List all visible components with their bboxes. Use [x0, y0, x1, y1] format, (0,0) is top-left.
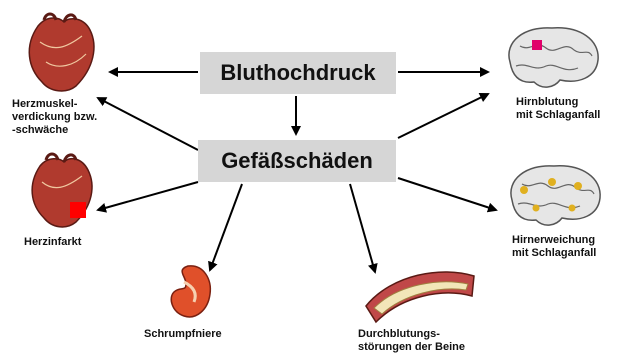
label-schrumpfniere: Schrumpfniere [144, 328, 222, 340]
arrow-to-hirnerweichung [397, 177, 498, 213]
blood-vessel-icon [365, 271, 475, 324]
gefaessschaeden-box: Gefäßschäden [198, 140, 396, 182]
brain-icon [508, 27, 599, 88]
arrow-to-schrumpfniere [208, 183, 243, 272]
kidney-icon [170, 265, 212, 318]
arrow-to-herzinfarkt [96, 181, 199, 213]
bluthochdruck-box: Bluthochdruck [200, 52, 396, 94]
heart-infarct-icon [31, 152, 93, 228]
brain-softening-icon [510, 165, 601, 226]
heart-icon [28, 12, 95, 92]
label-hirnerweichung: Hirnerweichung mit Schlaganfall [512, 234, 597, 259]
arrow-to-durchblutung [349, 183, 378, 274]
label-herzinfarkt: Herzinfarkt [24, 236, 82, 248]
label-herzmuskel: Herzmuskel- verdickung bzw. -schwäche [12, 98, 98, 136]
arrow-to-herzmuskel-diag [96, 97, 199, 151]
arrow-to-hirnblutung-diag [397, 93, 490, 139]
label-hirnblutung: Hirnblutung mit Schlaganfall [516, 96, 601, 121]
label-durchblutung: Durchblutungs- störungen der Beine [358, 328, 465, 353]
